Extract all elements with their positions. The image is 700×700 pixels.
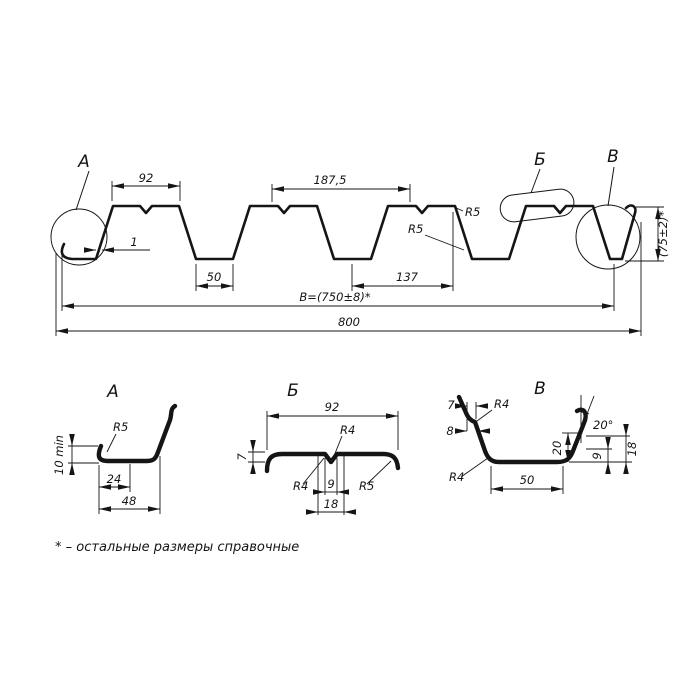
dim-top-flange-width: 92: [111, 171, 181, 201]
dim-label-B: B=(750±8)*: [299, 290, 370, 304]
detail-view-v: В 20° 7 8 R4 R4: [446, 379, 639, 494]
detail-callout-circle-a: [50, 208, 108, 266]
callout-label-a: А: [77, 152, 90, 172]
main-profile-view: А Б В 92 187,5 R5 R5 1: [50, 147, 670, 336]
dim-overall-width: 800: [55, 222, 642, 336]
dim-label-r5-web: R5: [408, 222, 423, 236]
dim-label-v-7: 7: [447, 398, 455, 412]
callout-label-v: В: [607, 147, 619, 167]
detail-v-title: В: [534, 379, 546, 399]
dim-v-7: 7: [447, 398, 488, 419]
dim-b-r4-bottom: R4: [293, 457, 325, 493]
dim-b-r4-top: R4: [333, 423, 355, 457]
callout-label-b: Б: [534, 150, 546, 170]
dim-label-a-r5: R5: [113, 420, 128, 434]
dim-b-9: 9: [313, 458, 349, 495]
dim-label-75: (75±2)*: [656, 211, 670, 258]
dim-bottom-flange-width: 50: [195, 264, 234, 291]
dim-label-50: 50: [207, 270, 222, 284]
detail-b-title: Б: [287, 381, 299, 401]
dim-rib-spacing: 137: [351, 212, 454, 291]
dim-v-r4-left: R4: [449, 457, 489, 484]
dim-cover-width: B=(750±8)*: [61, 253, 615, 311]
dim-label-92: 92: [139, 171, 154, 185]
detail-v-outline: [456, 394, 588, 465]
dim-v-18: 18: [586, 424, 639, 474]
dim-label-b-r5: R5: [359, 479, 374, 493]
dim-label-b-18: 18: [324, 497, 339, 511]
dim-label-1: 1: [130, 235, 137, 249]
dim-b-18: 18: [306, 456, 356, 515]
dim-v-r4-top: R4: [476, 397, 509, 422]
dim-label-v-9: 9: [590, 452, 604, 459]
dim-b-92: 92: [266, 400, 399, 450]
dim-label-v-18: 18: [625, 442, 639, 457]
profile-outline: [60, 204, 637, 261]
dim-label-b-r4-top: R4: [340, 423, 355, 437]
dim-label-b-9: 9: [327, 477, 334, 491]
footnote: * – остальные размеры справочные: [55, 540, 299, 555]
dim-a-radius: R5: [106, 420, 128, 453]
dim-pitch: 187,5: [271, 173, 411, 202]
detail-view-b: Б 92 R4 7 9 R4: [235, 381, 401, 515]
dim-v-9: 9: [569, 437, 632, 474]
detail-a-outline: [96, 403, 178, 464]
dim-b-r5: R5: [359, 460, 392, 493]
dim-label-v-20: 20: [550, 441, 564, 456]
callout-leader-a: [75, 170, 90, 211]
dim-thickness: 1: [84, 235, 150, 253]
dim-label-r5-top: R5: [465, 205, 480, 219]
callout-leader-v: [607, 166, 615, 207]
dim-label-20deg: 20°: [593, 418, 613, 432]
dim-label-800: 800: [338, 315, 360, 329]
dim-v-8: 8: [446, 419, 490, 438]
dim-a-48: 48: [99, 456, 161, 514]
detail-callout-circle-v: [575, 204, 641, 270]
dim-v-20: 20: [550, 432, 578, 462]
dim-label-48: 48: [122, 494, 137, 508]
dim-label-187-5: 187,5: [314, 173, 347, 187]
dim-radius-top: R5: [453, 205, 480, 219]
detail-callout-outline-b: [499, 188, 575, 223]
dim-label-137: 137: [396, 270, 419, 284]
dim-label-v-r4-top: R4: [494, 397, 509, 411]
dim-a-lip-height: 10 min: [52, 434, 99, 475]
dim-label-b-7: 7: [235, 453, 249, 461]
dim-a-24: 24: [98, 464, 131, 514]
detail-view-a: А 10 min R5 24 48: [52, 382, 178, 514]
dim-radius-web: R5: [408, 222, 465, 251]
dim-height: (75±2)*: [625, 206, 670, 262]
dim-label-24: 24: [107, 472, 122, 486]
dim-label-v-8: 8: [446, 424, 453, 438]
detail-b-outline: [264, 451, 401, 474]
dim-v-50: 50: [490, 466, 564, 494]
dim-label-v-50: 50: [520, 473, 535, 487]
dim-label-b-92: 92: [325, 400, 340, 414]
detail-a-title: А: [106, 382, 119, 402]
dim-label-10min: 10 min: [52, 435, 66, 475]
dim-v-angle: 20°: [574, 395, 613, 446]
dim-label-v-r4-left: R4: [449, 470, 464, 484]
dim-b-7: 7: [235, 440, 265, 474]
dim-label-b-r4-bottom: R4: [293, 479, 308, 493]
callout-leader-b: [530, 168, 541, 194]
